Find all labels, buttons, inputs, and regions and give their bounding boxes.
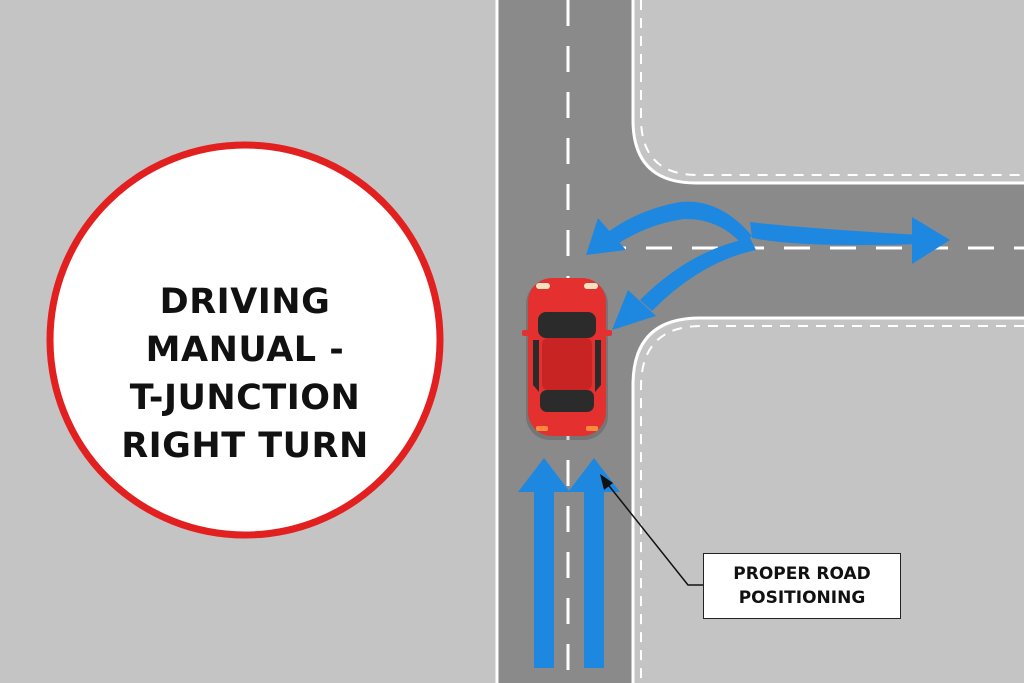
red-car: [522, 278, 612, 440]
car-mirror-left: [522, 330, 530, 336]
car-roof: [542, 338, 592, 390]
curbs: [495, 0, 1024, 683]
sign-title-line-3: RIGHT TURN: [121, 426, 369, 466]
lower-turn-arrow-shaft: [640, 238, 756, 311]
car-headlight-left: [536, 283, 550, 289]
sign-title-line-2: T-JUNCTION: [129, 378, 361, 418]
car-taillight-left: [536, 426, 548, 431]
right-arrowhead: [912, 217, 950, 264]
leader-line: [605, 481, 703, 586]
straight-right-arrow-shaft: [750, 222, 920, 246]
turn-arrows: [586, 201, 950, 330]
lower-turn-arrowhead: [612, 290, 656, 330]
car-side-window-left: [533, 340, 539, 392]
sign-title-line-1: DRIVING MANUAL -: [145, 282, 345, 370]
car-mirror-right: [604, 330, 612, 336]
lower-right-curb: [631, 316, 1024, 683]
lower-inner-edge: [640, 325, 1024, 683]
upper-right-curb: [631, 0, 1024, 185]
callout-line-2: POSITIONING: [738, 588, 866, 608]
leader-arrowhead: [600, 474, 613, 490]
inner-edge-dashes: [640, 0, 1024, 683]
upper-inner-edge: [640, 0, 1024, 176]
car-side-window-right: [595, 340, 601, 392]
positioning-callout: PROPER ROAD POSITIONING: [703, 553, 901, 619]
left-turn-arrowhead: [586, 218, 626, 255]
sign-title: DRIVING MANUAL - T-JUNCTION RIGHT TURN: [70, 278, 420, 470]
side-road: [633, 120, 1024, 385]
car-rear-window: [540, 390, 594, 412]
car-taillight-right: [586, 426, 598, 431]
car-front-windshield: [538, 312, 596, 338]
approach-arrow-left: [518, 458, 570, 668]
callout-line-1: PROPER ROAD: [733, 564, 871, 584]
callout-leader: [600, 474, 703, 586]
approach-arrows: [518, 458, 620, 668]
car-headlight-right: [584, 283, 598, 289]
title-sign: [46, 141, 444, 539]
sweep-arrow-shaft: [604, 201, 752, 246]
